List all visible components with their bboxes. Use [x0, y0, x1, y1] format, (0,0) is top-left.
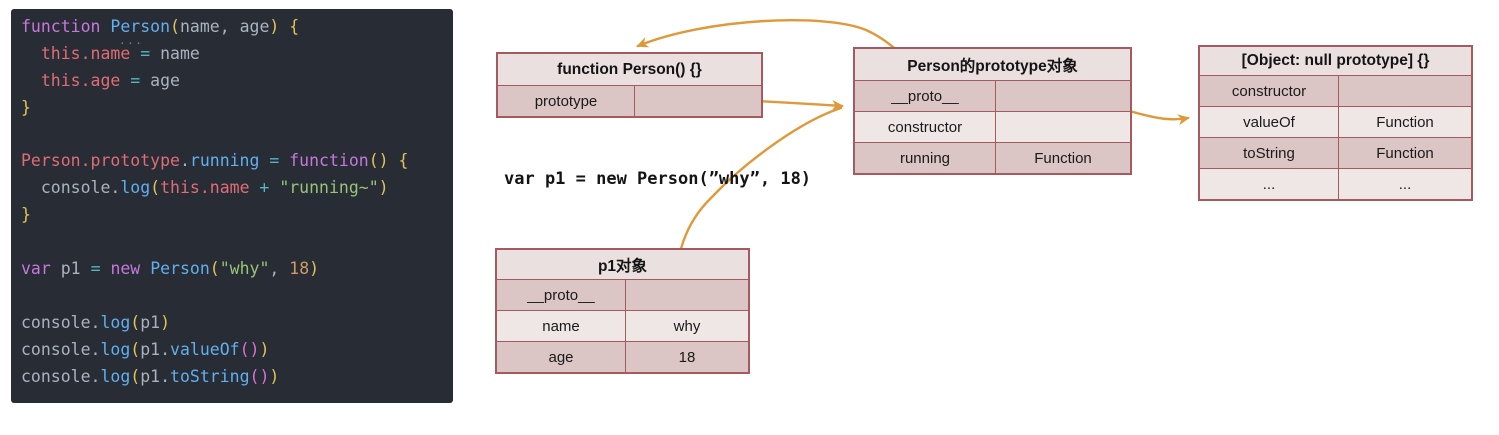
- row-value-cell: Function: [1338, 107, 1471, 137]
- code-line: this.age = age: [40, 70, 180, 90]
- code-lines: function Person(name, age) { this.name =…: [21, 14, 453, 390]
- code-line: console.log(p1.valueOf()): [21, 339, 270, 359]
- row-value-cell: [625, 280, 748, 310]
- row-value-cell: [634, 86, 761, 116]
- row-label-cell: valueOf: [1243, 113, 1295, 131]
- code-line: [21, 229, 453, 256]
- table-row: constructor: [1200, 75, 1471, 106]
- code-line: this.name = name: [40, 43, 200, 63]
- row-value-cell: 18: [625, 342, 748, 372]
- table-row: prototype: [498, 85, 761, 116]
- row-label-cell: toString: [1243, 144, 1295, 162]
- code-line: }: [21, 205, 31, 225]
- code-line: }: [21, 97, 31, 117]
- code-line: [21, 283, 453, 310]
- code-line: var p1 = new Person("why", 18): [21, 259, 320, 279]
- row-label-cell: constructor: [887, 118, 963, 136]
- row-label-cell: __proto__: [527, 286, 595, 304]
- row-label-cell: prototype: [534, 92, 598, 110]
- table-row: constructor: [855, 111, 1130, 142]
- row-value-cell: [995, 81, 1130, 111]
- table-function-person: function Person() {} prototype: [496, 52, 763, 118]
- table-row: running Function: [855, 142, 1130, 173]
- table-header: [Object: null prototype] {}: [1200, 47, 1471, 75]
- table-p1-object: p1对象 __proto__name why age 18: [495, 248, 750, 374]
- row-value-cell: [995, 112, 1130, 142]
- var-p1-statement: var p1 = new Person(”why”, 18): [504, 169, 812, 189]
- table-row: ......: [1200, 168, 1471, 199]
- row-label-cell: constructor: [1231, 82, 1307, 100]
- table-row: __proto__: [855, 80, 1130, 111]
- row-value-cell: Function: [995, 143, 1130, 173]
- code-line: console.log(p1.toString()): [21, 366, 280, 386]
- table-header: function Person() {}: [498, 54, 761, 85]
- code-editor-panel: function Person(name, age) { this.name =…: [11, 9, 453, 403]
- table-header: p1对象: [497, 250, 748, 279]
- code-line: console.log(p1): [21, 312, 171, 332]
- table-row: valueOf Function: [1200, 106, 1471, 137]
- code-line: Person.prototype.running = function() {: [21, 151, 409, 171]
- reference-hint-dots: ···: [119, 37, 144, 50]
- row-label-cell: ...: [1262, 175, 1276, 193]
- row-value-cell: why: [625, 311, 748, 341]
- code-line: console.log(this.name + "running~"): [21, 178, 389, 198]
- table-person-prototype-object: Person的prototype对象 __proto__ constructor ru…: [853, 47, 1132, 175]
- row-value-cell: ...: [1338, 169, 1471, 199]
- code-line: [21, 122, 453, 149]
- row-label-cell: __proto__: [891, 87, 959, 105]
- table-header: Person的prototype对象: [855, 49, 1130, 80]
- row-value-cell: [1338, 76, 1471, 106]
- code-line: function Person(name, age) {: [21, 17, 300, 36]
- row-label-cell: name: [542, 317, 580, 335]
- table-object-null-prototype: [Object: null prototype] {} constructor va…: [1198, 45, 1473, 201]
- table-row: __proto__: [497, 279, 748, 310]
- row-label-cell: age: [548, 348, 574, 366]
- row-value-cell: Function: [1338, 138, 1471, 168]
- table-row: toString Function: [1200, 137, 1471, 168]
- row-label-cell: running: [899, 149, 951, 167]
- table-row: age 18: [497, 341, 748, 372]
- table-row: name why: [497, 310, 748, 341]
